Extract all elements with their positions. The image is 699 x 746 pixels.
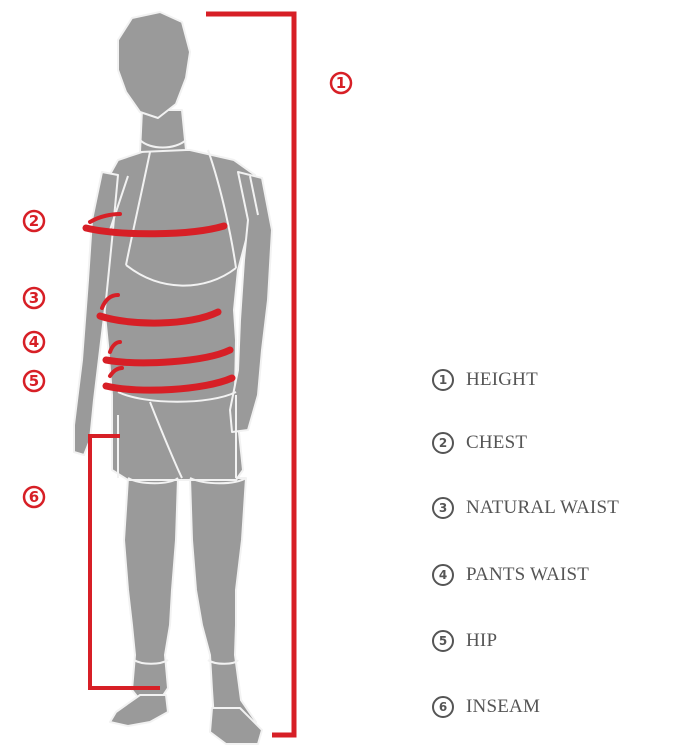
number-badge: 5 — [432, 630, 454, 652]
svg-text:1: 1 — [336, 74, 346, 92]
legend-label: CHEST — [466, 432, 527, 454]
number-badge: 3 — [432, 497, 454, 519]
right-foot — [210, 708, 262, 744]
legend-label: HIP — [466, 630, 497, 652]
marker-pants-waist: 4 — [24, 332, 44, 352]
legend-label: PANTS WAIST — [466, 564, 589, 586]
svg-text:3: 3 — [29, 289, 39, 307]
svg-text:2: 2 — [29, 212, 39, 230]
right-leg — [190, 478, 256, 732]
number-badge: 2 — [432, 432, 454, 454]
number-badge: 4 — [432, 564, 454, 586]
legend-item-chest: 2 CHEST — [432, 428, 527, 458]
body-silhouette — [74, 12, 272, 744]
legend-item-pants-waist: 4 PANTS WAIST — [432, 560, 589, 590]
legend-item-hip: 5 HIP — [432, 626, 497, 656]
head — [118, 12, 190, 118]
legend-label: INSEAM — [466, 696, 540, 718]
marker-chest: 2 — [24, 211, 44, 231]
number-badge: 6 — [432, 696, 454, 718]
legend-item-inseam: 6 INSEAM — [432, 692, 540, 722]
legend-item-height: 1 HEIGHT — [432, 365, 538, 395]
marker-natural-waist: 3 — [24, 288, 44, 308]
legend-item-natural-waist: 3 NATURAL WAIST — [432, 493, 619, 523]
left-foot — [110, 695, 168, 726]
legend-label: NATURAL WAIST — [466, 497, 619, 519]
marker-hip: 5 — [24, 371, 44, 391]
svg-text:5: 5 — [29, 372, 39, 390]
marker-inseam: 6 — [24, 487, 44, 507]
left-leg — [124, 478, 178, 700]
marker-height: 1 — [331, 73, 351, 93]
svg-text:4: 4 — [29, 333, 39, 351]
svg-text:6: 6 — [29, 488, 39, 506]
number-badge: 1 — [432, 369, 454, 391]
legend-label: HEIGHT — [466, 369, 538, 391]
